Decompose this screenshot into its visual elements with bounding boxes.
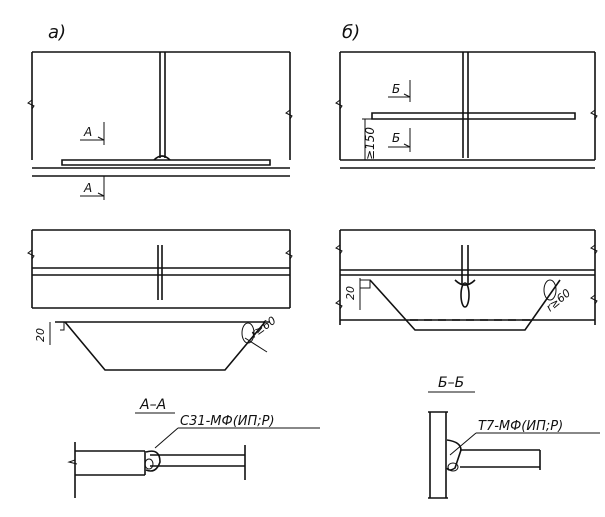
section-mark-b-bottom: Б (392, 131, 400, 145)
section-bb-title: Б–Б (438, 375, 464, 391)
view-b-plan: 20 r≥60 (335, 229, 598, 331)
section-mark-a-top: А (83, 125, 92, 139)
view-b-elevation: б) ≥150 Б Б (335, 22, 598, 169)
dim-radius-a: r≥60 (248, 314, 278, 341)
section-aa-title: А–А (139, 397, 166, 413)
dim-gap-b: 20 (344, 286, 357, 300)
view-b-label: б) (342, 22, 360, 43)
section-mark-b-top: Б (392, 82, 400, 96)
section-bb: Б–Б Т7-МФ(ИП;Р) (428, 375, 600, 499)
weld-code-bb: Т7-МФ(ИП;Р) (478, 419, 563, 434)
weld-code-aa: С31-МФ(ИП;Р) (180, 414, 275, 429)
dim-gap-a: 20 (34, 328, 47, 342)
section-aa: А–А С31-МФ(ИП;Р) (67, 397, 320, 498)
view-a-label: а) (48, 22, 66, 43)
dim-spacing-label: ≥150 (363, 127, 377, 160)
view-a-plan: 20 r≥60 (27, 229, 293, 371)
view-a-elevation: а) А А (27, 22, 293, 200)
dim-radius-b: r≥60 (544, 287, 574, 315)
section-mark-a-bottom: А (83, 181, 92, 195)
